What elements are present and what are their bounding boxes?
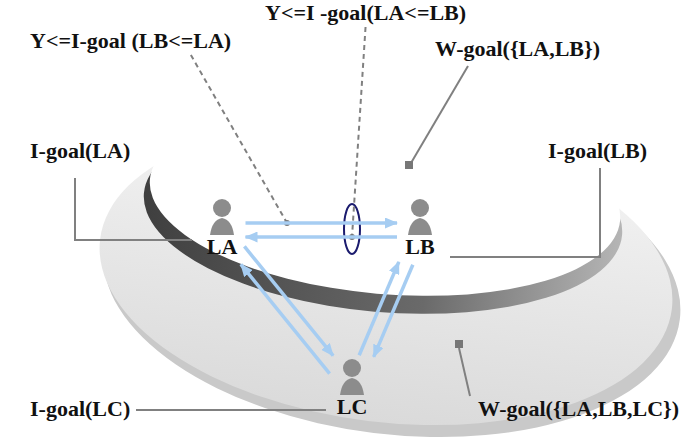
annotation-label: Y<=I -goal(LA<=LB) <box>265 2 466 24</box>
annotation-label: I-goal(LA) <box>30 140 130 162</box>
leader-marker <box>405 161 413 169</box>
goal-arrow <box>246 235 398 239</box>
region-label: W-goal({LA,LB}) <box>435 38 600 60</box>
person-node: LC <box>332 358 373 422</box>
person-head <box>213 199 231 217</box>
goal-region: W-goal({LA,LB})LALB <box>145 100 625 315</box>
goal-arrow <box>246 221 398 225</box>
person-node: LA <box>202 198 243 262</box>
leader-line <box>136 409 326 411</box>
annotation-label: I-goal(LB) <box>548 140 647 162</box>
person-head <box>343 359 361 377</box>
person-body <box>340 378 364 395</box>
person-name: LB <box>405 236 434 258</box>
person-name: LC <box>337 396 368 418</box>
region-label: W-goal({LA,LB,LC}) <box>478 398 679 420</box>
person-body <box>210 218 234 235</box>
person-head <box>411 199 429 217</box>
leader-marker <box>455 340 463 348</box>
person-body <box>408 218 432 235</box>
person-icon <box>405 198 435 236</box>
annotation-label: I-goal(LC) <box>30 398 130 420</box>
person-name: LA <box>207 236 238 258</box>
person-icon <box>337 358 367 396</box>
person-icon <box>207 198 237 236</box>
annotation-label: Y<=I-goal (LB<=LA) <box>30 30 231 52</box>
bowl-surface <box>142 86 629 314</box>
person-node: LB <box>400 198 440 262</box>
